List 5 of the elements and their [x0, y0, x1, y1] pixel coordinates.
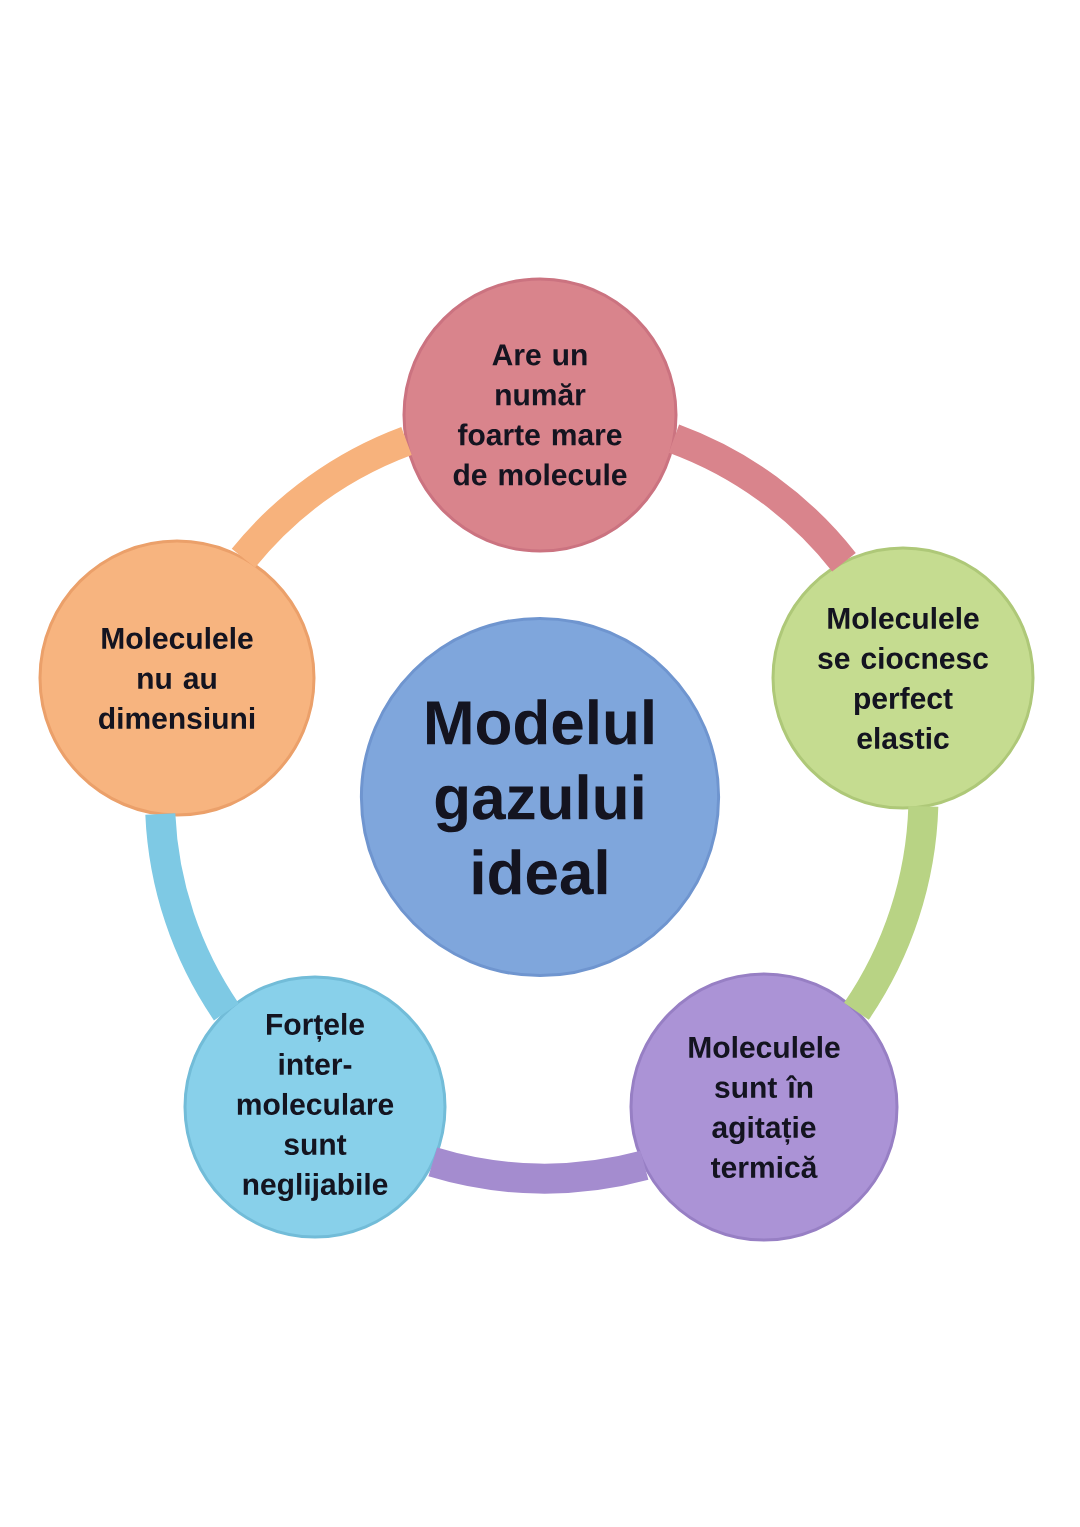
- ring-arc: [231, 427, 413, 568]
- ring-arc: [668, 424, 856, 572]
- ring-arc: [428, 1147, 649, 1194]
- ring-arc: [145, 813, 239, 1021]
- ring-arc: [843, 805, 939, 1020]
